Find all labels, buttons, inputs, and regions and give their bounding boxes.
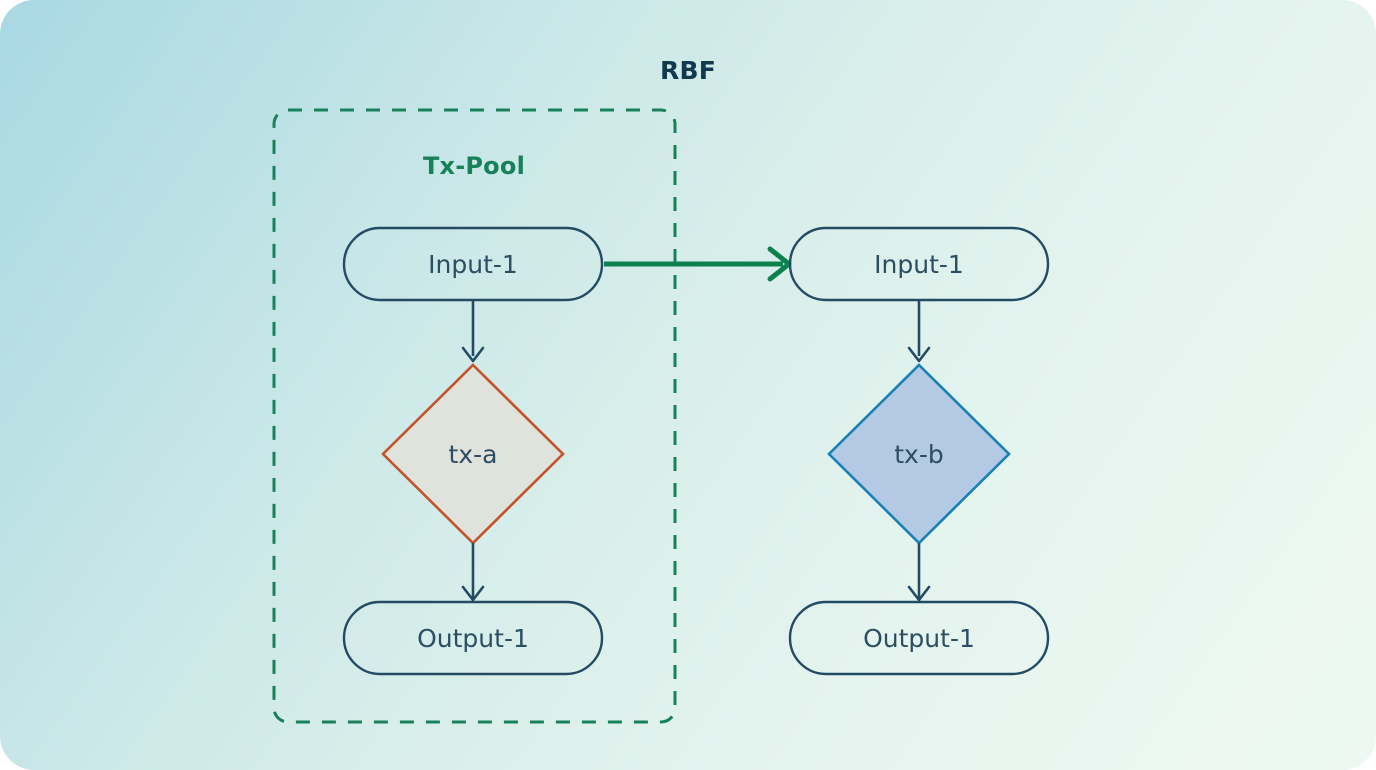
edge-txb-to-output-right	[907, 543, 931, 602]
edge-txa-to-output-left	[461, 543, 485, 602]
node-output-right[interactable]	[788, 600, 1050, 676]
node-output-left[interactable]	[342, 600, 604, 676]
tx-pool-group-label: Tx-Pool	[422, 152, 525, 180]
tx-pool-group-border	[272, 108, 677, 724]
edge-input-left-to-input-right	[604, 246, 792, 282]
node-input-right[interactable]	[788, 226, 1050, 302]
edge-input-right-to-txb	[907, 300, 931, 363]
node-input-left[interactable]	[342, 226, 604, 302]
node-tx-b[interactable]	[827, 363, 1011, 545]
edge-input-left-to-txa	[461, 300, 485, 363]
diagram-title: RBF	[660, 56, 716, 85]
node-tx-a[interactable]	[381, 363, 565, 545]
